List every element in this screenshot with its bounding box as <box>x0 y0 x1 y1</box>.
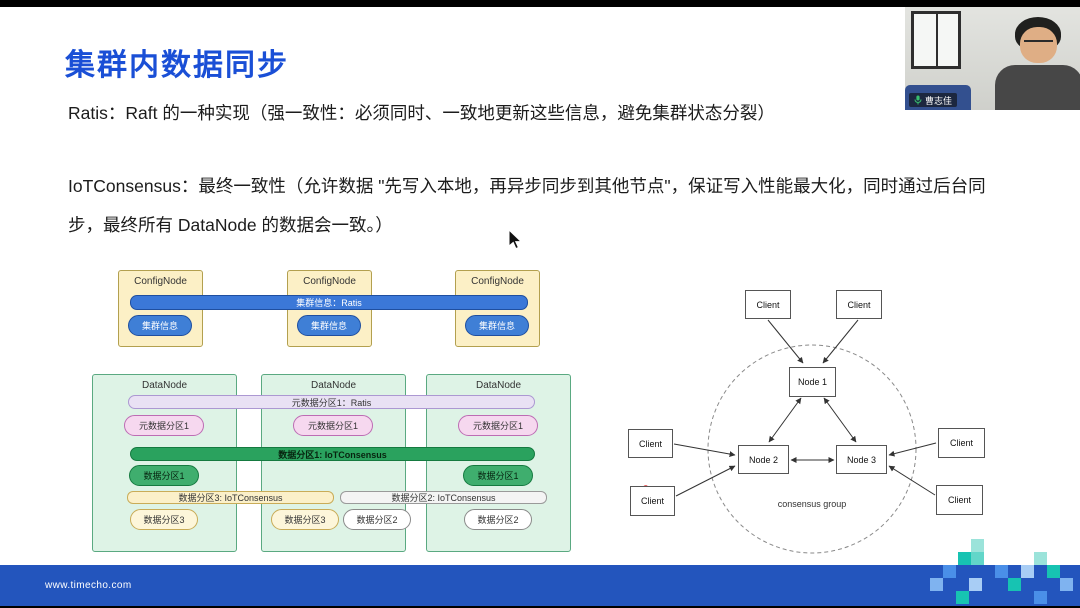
client-node: Client <box>745 290 791 319</box>
datanode-label: DataNode <box>310 380 357 391</box>
window-in-room <box>911 11 961 69</box>
participant-glasses <box>1024 40 1053 47</box>
confignode-label: ConfigNode <box>471 276 524 287</box>
presentation-slide: 集群内数据同步 Ratis：Raft 的一种实现（强一致性：必须同时、一致地更新… <box>0 7 1080 606</box>
data-partition1-bar: 数据分区1: IoTConsensus <box>130 447 535 461</box>
mosaic-pixel <box>1047 565 1060 578</box>
participant-face <box>1020 27 1057 63</box>
confignode-label: ConfigNode <box>134 276 187 287</box>
datanode-label: DataNode <box>475 380 522 391</box>
paragraph-ratis: Ratis：Raft 的一种实现（强一致性：必须同时、一致地更新这些信息，避免集… <box>68 103 775 123</box>
participant-name-badge: 曹志佳 <box>909 93 958 107</box>
data-partition3-bar: 数据分区3: IoTConsensus <box>127 491 334 504</box>
mosaic-pixel <box>958 552 971 565</box>
node-1-box: Node 1 <box>789 367 836 397</box>
consensus-arrows-svg <box>637 319 937 554</box>
data-partition2-oval: 数据分区2 <box>343 509 411 530</box>
participant-name: 曹志佳 <box>925 95 953 106</box>
client-node: Client <box>938 428 985 458</box>
microphone-icon <box>914 95 922 105</box>
data-partition1-oval: 数据分区1 <box>463 465 533 486</box>
mosaic-pixel <box>971 552 984 565</box>
slide-title: 集群内数据同步 <box>65 49 289 82</box>
consensus-group-diagram: Client Client Node 1 Node 2 Node 3 Clien… <box>600 267 1030 567</box>
webcam-video-tile[interactable]: 曹志佳 <box>905 7 1080 110</box>
mosaic-pixel <box>1034 552 1047 565</box>
consensus-group-label: consensus group <box>777 499 847 509</box>
mosaic-pixel <box>1034 591 1047 604</box>
mosaic-pixel <box>1021 565 1034 578</box>
paragraph-iotconsensus: IoTConsensus：最终一致性（允许数据 "先写入本地，再异步同步到其他节… <box>68 176 986 236</box>
cluster-info-oval: 集群信息 <box>465 315 529 336</box>
mosaic-pixel <box>1008 578 1021 591</box>
datanode-label: DataNode <box>141 380 188 391</box>
footer-website: www.timecho.com <box>45 580 132 591</box>
confignode-label: ConfigNode <box>303 276 356 287</box>
client-node: Client <box>936 485 983 515</box>
footer-bar: www.timecho.com <box>0 565 1080 606</box>
consensus-group-circle <box>707 344 917 554</box>
cluster-info-oval: 集群信息 <box>297 315 361 336</box>
mosaic-pixel <box>971 539 984 552</box>
meta-partition-ratis-bar: 元数据分区1：Ratis <box>128 395 535 409</box>
participant-body <box>995 65 1080 110</box>
data-partition3-oval: 数据分区3 <box>130 509 198 530</box>
data-partition3-oval: 数据分区3 <box>271 509 339 530</box>
cluster-info-oval: 集群信息 <box>128 315 192 336</box>
client-node: Client <box>836 290 882 319</box>
data-partition2-oval: 数据分区2 <box>464 509 532 530</box>
data-partition2-bar: 数据分区2: IoTConsensus <box>340 491 547 504</box>
meta-partition-oval: 元数据分区1 <box>293 415 373 436</box>
meta-partition-oval: 元数据分区1 <box>124 415 204 436</box>
node-2-box: Node 2 <box>738 445 789 474</box>
mosaic-pixel <box>995 565 1008 578</box>
mosaic-pixel <box>969 578 982 591</box>
mosaic-pixel <box>930 578 943 591</box>
cluster-info-ratis-bar: 集群信息：Ratis <box>130 295 528 310</box>
client-node: Client <box>630 486 675 516</box>
client-node: Client <box>628 429 673 458</box>
node-3-box: Node 3 <box>836 445 887 474</box>
mosaic-pixel <box>943 565 956 578</box>
mosaic-pixel <box>956 591 969 604</box>
data-partition1-oval: 数据分区1 <box>129 465 199 486</box>
mosaic-pixel <box>1060 578 1073 591</box>
mouse-cursor <box>508 229 523 250</box>
meta-partition-oval: 元数据分区1 <box>458 415 538 436</box>
